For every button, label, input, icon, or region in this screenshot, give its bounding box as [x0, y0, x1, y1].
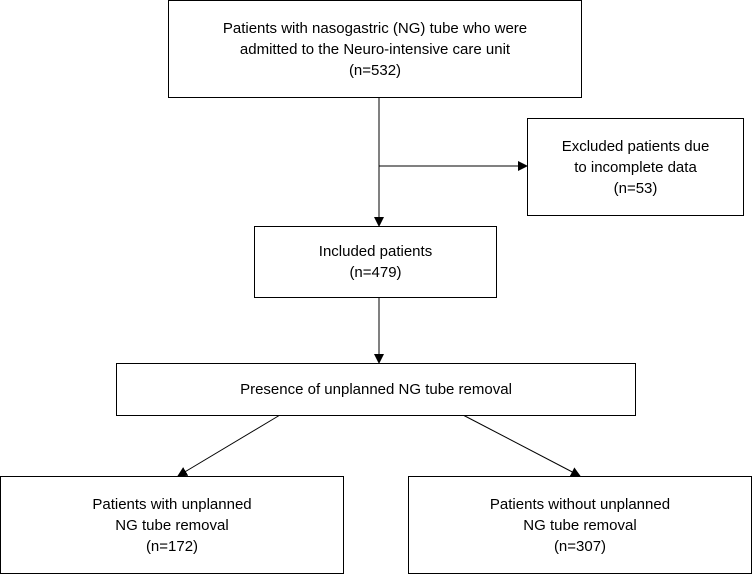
- without-removal-line-1: Patients without unplanned: [489, 495, 671, 513]
- included-patients-box: Included patients (n=479): [254, 226, 497, 298]
- unplanned-removal-presence-box: Presence of unplanned NG tube removal: [116, 363, 636, 416]
- arrow-presence-to-without-removal: [462, 414, 581, 477]
- arrow-presence-to-with-removal: [177, 414, 281, 477]
- excluded-line-1: Excluded patients due: [561, 137, 710, 155]
- excluded-line-2: to incomplete data: [574, 158, 697, 176]
- excluded-patients-box: Excluded patients due to incomplete data…: [527, 118, 744, 216]
- without-removal-line-2: NG tube removal: [523, 516, 637, 534]
- with-removal-line-1: Patients with unplanned: [92, 495, 252, 513]
- included-line-1: Included patients: [318, 243, 433, 260]
- with-removal-count: (n=172): [145, 537, 199, 555]
- with-unplanned-removal-box: Patients with unplanned NG tube removal …: [0, 476, 344, 574]
- enrolled-patients-box: Patients with nasogastric (NG) tube who …: [168, 0, 582, 98]
- included-count: (n=479): [349, 264, 402, 281]
- with-removal-line-2: NG tube removal: [115, 516, 229, 534]
- without-unplanned-removal-box: Patients without unplanned NG tube remov…: [408, 476, 752, 574]
- presence-label: Presence of unplanned NG tube removal: [240, 381, 512, 398]
- excluded-count: (n=53): [613, 179, 658, 197]
- enrolled-line-1: Patients with nasogastric (NG) tube who …: [222, 19, 528, 37]
- enrolled-line-2: admitted to the Neuro-intensive care uni…: [239, 40, 511, 58]
- without-removal-count: (n=307): [553, 537, 607, 555]
- enrolled-count: (n=532): [348, 61, 402, 79]
